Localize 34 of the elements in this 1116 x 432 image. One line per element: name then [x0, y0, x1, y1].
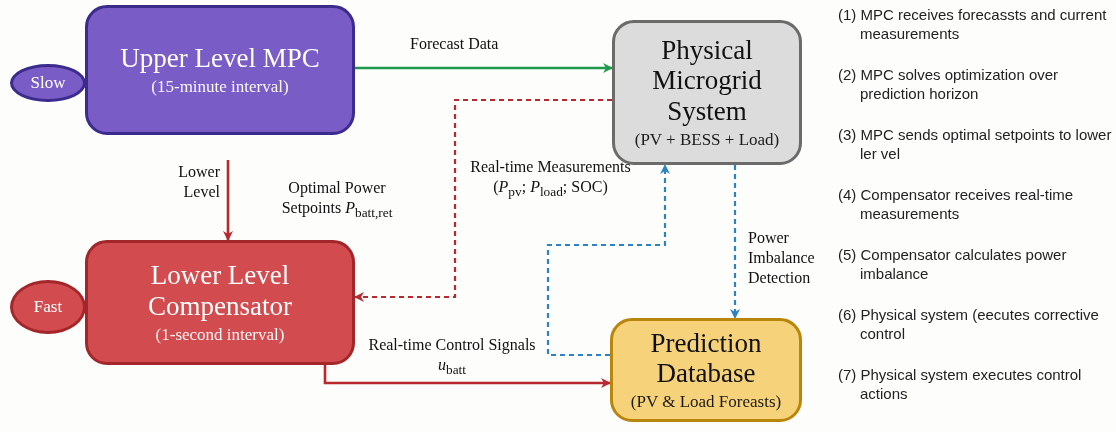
node-title: Slow — [29, 73, 67, 93]
edge-label: Power Imbalance Detection — [748, 228, 816, 288]
node-subtitle: (1-second interval) — [154, 324, 286, 345]
arrow — [354, 98, 612, 302]
process-box — [610, 318, 802, 422]
arrow — [546, 164, 670, 357]
arrow — [223, 160, 233, 241]
node-subtitle: (PV & Load Foreasts) — [629, 392, 783, 413]
annotation-text: Optimal Power Setpoints P$_{batt,ret}$ — [280, 178, 394, 222]
step-description: (7) Physical system executes control actions — [838, 366, 1083, 404]
edge-label: Lower Level — [177, 162, 220, 202]
process-box — [85, 240, 355, 365]
arrow — [730, 165, 740, 319]
speed-ellipse — [10, 280, 86, 334]
node-title: Lower Level Compensator — [147, 260, 293, 321]
node-subtitle: (PV + BESS + Load) — [633, 129, 781, 150]
arrow — [355, 63, 613, 73]
edge-label: Real-time Control Signals u$_{batt}$ — [367, 335, 537, 379]
speed-ellipse — [10, 64, 86, 102]
step-description: (1) MPC receives forecassts and current measurements — [838, 6, 1108, 44]
node-title: Upper Level MPC — [119, 42, 321, 74]
edge-label: Forecast Data — [410, 34, 499, 54]
node-title: Physical Microgrid System — [651, 35, 763, 126]
node-title: Prediction Database — [649, 327, 763, 389]
arrow — [323, 365, 611, 388]
step-description: (6) Physical system (eecutes corrective control — [838, 306, 1100, 344]
step-description: (3) MPC sends optimal setpoints to lower ler vel — [838, 126, 1112, 164]
step-description: (2) MPC solves optimization over prediction horizon — [838, 66, 1060, 104]
annotation-text: Real-time Measurements (P$_{pv}$; P$_{load}$; SOC) — [469, 157, 632, 201]
step-description: (4) Compensator receives real-time measurements — [838, 186, 1075, 224]
node-subtitle: (15-minute interval) — [150, 77, 290, 98]
node-title: Fast — [32, 297, 64, 317]
process-box — [85, 5, 355, 135]
step-description: (5) Compensator calculates power imbalance — [838, 246, 1068, 284]
